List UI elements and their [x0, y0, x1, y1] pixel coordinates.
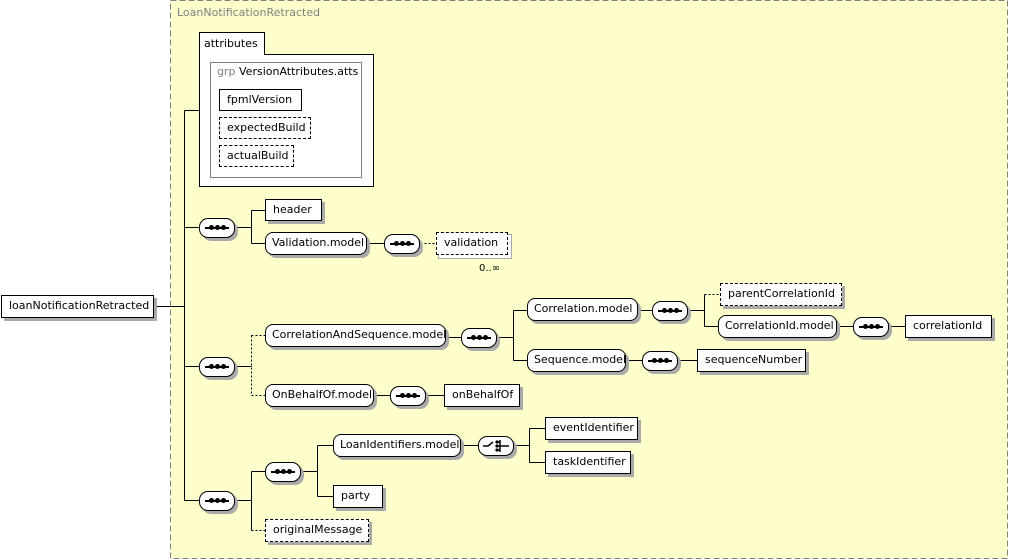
- attributes-tab-label: attributes: [204, 37, 258, 50]
- attribute-expected-build[interactable]: expectedBuild: [219, 117, 311, 139]
- element-task-identifier[interactable]: taskIdentifier: [545, 451, 631, 474]
- element-original-message[interactable]: originalMessage: [265, 519, 369, 542]
- root-element-loan-notification-retracted[interactable]: loanNotificationRetracted: [1, 295, 154, 318]
- element-sequence-number[interactable]: sequenceNumber: [697, 349, 806, 372]
- element-header[interactable]: header: [265, 199, 322, 221]
- validation-cardinality: 0..∞: [479, 263, 501, 274]
- sequence-compositor-correlation-id[interactable]: [853, 317, 889, 337]
- sequence-compositor-loan[interactable]: [265, 462, 301, 482]
- attributes-tab[interactable]: attributes: [199, 32, 265, 55]
- group-correlation-and-sequence-model[interactable]: CorrelationAndSequence.model: [265, 324, 446, 347]
- group-on-behalf-of-model[interactable]: OnBehalfOf.model: [265, 384, 374, 407]
- choice-symbol-icon: [483, 440, 509, 452]
- sequence-compositor-1[interactable]: [199, 218, 235, 238]
- group-correlation-model[interactable]: Correlation.model: [527, 298, 638, 321]
- group-sequence-model[interactable]: Sequence.model: [527, 349, 626, 372]
- sequence-compositor-correlation-and-sequence[interactable]: [461, 328, 497, 348]
- container-title: LoanNotificationRetracted: [177, 6, 321, 19]
- element-validation[interactable]: validation: [436, 232, 508, 255]
- attribute-actual-build[interactable]: actualBuild: [219, 145, 294, 167]
- sequence-compositor-validation[interactable]: [384, 234, 420, 254]
- element-correlation-id[interactable]: correlationId: [905, 315, 992, 338]
- sequence-compositor-3[interactable]: [199, 491, 235, 511]
- group-name: VersionAttributes.atts: [239, 65, 359, 78]
- attribute-fpml-version[interactable]: fpmlVersion: [219, 89, 302, 111]
- sequence-compositor-on-behalf-of[interactable]: [390, 386, 426, 406]
- group-prefix: grp: [217, 65, 236, 78]
- sequence-compositor-correlation[interactable]: [652, 301, 688, 321]
- sequence-compositor-2[interactable]: [199, 357, 235, 377]
- group-validation-model[interactable]: Validation.model: [265, 232, 367, 255]
- sequence-compositor-sequence[interactable]: [642, 351, 678, 371]
- group-loan-identifiers-model[interactable]: LoanIdentifiers.model: [333, 434, 461, 457]
- group-correlation-id-model[interactable]: CorrelationId.model: [718, 315, 837, 338]
- attribute-group-header: grp VersionAttributes.atts: [217, 65, 358, 79]
- element-on-behalf-of[interactable]: onBehalfOf: [444, 384, 520, 407]
- element-parent-correlation-id[interactable]: parentCorrelationId: [720, 283, 842, 306]
- element-event-identifier[interactable]: eventIdentifier: [545, 417, 638, 440]
- element-party[interactable]: party: [333, 485, 383, 508]
- choice-compositor-icon[interactable]: [478, 436, 514, 456]
